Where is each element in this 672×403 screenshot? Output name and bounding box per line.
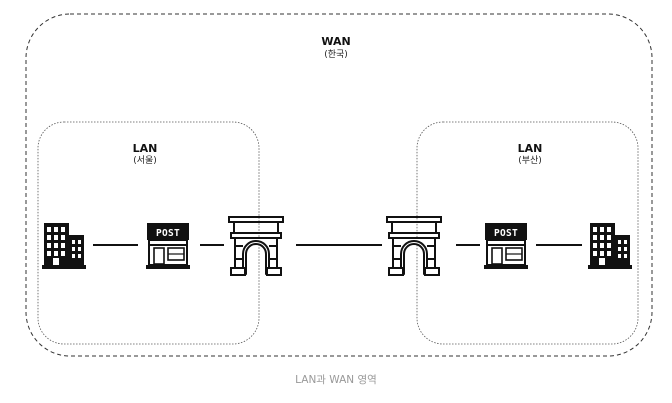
building-icon — [588, 223, 632, 269]
gateway-arch-icon — [228, 216, 284, 276]
wan-boundary — [25, 13, 653, 357]
lan-left-title: LAN — [133, 142, 158, 155]
wan-title: WAN — [321, 35, 350, 48]
lan-right-title: LAN — [518, 142, 543, 155]
post-label: POST — [494, 228, 518, 239]
post-office-icon: POST — [484, 223, 528, 269]
building-icon — [42, 223, 86, 269]
gateway-arch-icon — [386, 216, 442, 276]
post-label: POST — [156, 228, 180, 239]
figure-caption: LAN과 WAN 영역 — [295, 374, 377, 386]
post-office-icon: POST — [146, 223, 190, 269]
lan-right-subtitle: (부산) — [518, 155, 542, 166]
lan-left-subtitle: (서울) — [133, 155, 157, 166]
wan-subtitle: (한국) — [324, 49, 348, 60]
